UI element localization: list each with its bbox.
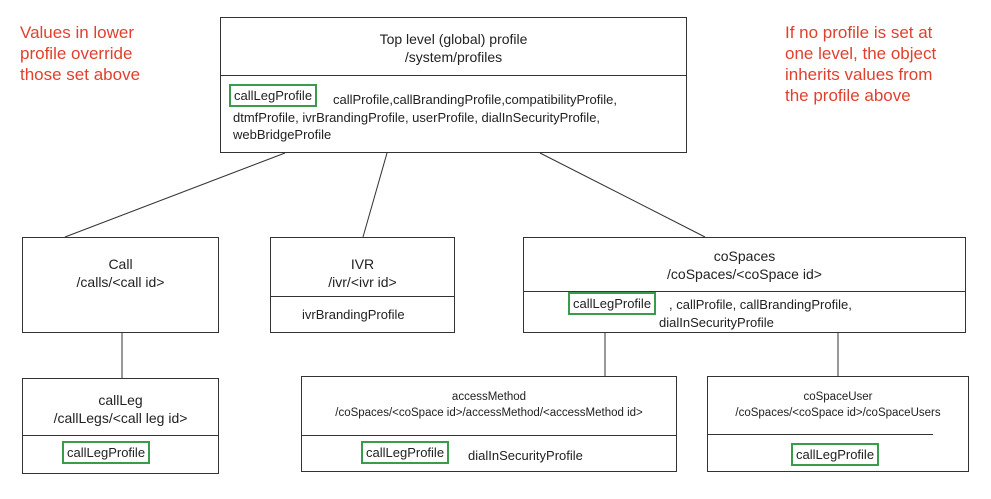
callleg-divider [23, 435, 218, 436]
top-level-divider [221, 75, 686, 76]
ivr-box-title: IVR /ivr/<ivr id> [328, 256, 397, 290]
call-box-title: Call /calls/<call id> [76, 256, 165, 290]
callleg-profile-highlight: callLegProfile [568, 292, 657, 315]
note-inherit: If no profile is set at one level, the o… [785, 23, 937, 105]
top-level-profile-box: Top level (global) profile /system/profi… [220, 17, 687, 153]
ivr-box: IVR /ivr/<ivr id> ivrBrandingProfile [270, 237, 455, 333]
note-override: Values in lower profile override those s… [20, 23, 141, 84]
callleg-profile-highlight: callLegProfile [229, 84, 318, 107]
accessmethod-box: accessMethod /coSpaces/<coSpace id>/acce… [301, 376, 677, 472]
callleg-box: callLeg /callLegs/<call leg id> callLegP… [22, 378, 219, 474]
ivr-divider [271, 296, 454, 297]
cospaces-profiles-line2: dialInSecurityProfile [659, 315, 774, 330]
accessmethod-box-title: accessMethod /coSpaces/<coSpace id>/acce… [335, 391, 643, 419]
callleg-profile-highlight: callLegProfile [361, 441, 450, 464]
cospaceuser-box-title: coSpaceUser /coSpaces/<coSpace id>/coSpa… [735, 391, 941, 419]
accessmethod-dialin-security-label: dialInSecurityProfile [468, 448, 583, 463]
connector-top-to-call [64, 152, 286, 238]
cospaces-box-title: coSpaces /coSpaces/<coSpace id> [667, 248, 822, 282]
ivr-branding-profile-label: ivrBrandingProfile [302, 307, 405, 322]
top-level-profiles-line2: dtmfProfile, ivrBrandingProfile, userPro… [233, 110, 601, 125]
cospaces-box: coSpaces /coSpaces/<coSpace id> callLegP… [523, 237, 966, 333]
cospaces-profiles-line1: , callProfile, callBrandingProfile, [669, 297, 852, 312]
cospaceuser-box: coSpaceUser /coSpaces/<coSpace id>/coSpa… [707, 376, 969, 472]
cospaceuser-divider [708, 434, 933, 435]
callleg-box-title: callLeg /callLegs/<call leg id> [53, 392, 188, 426]
cospaces-divider [524, 291, 965, 292]
callleg-profile-highlight: callLegProfile [791, 443, 880, 466]
accessmethod-divider [302, 435, 676, 436]
callleg-profile-highlight: callLegProfile [62, 441, 151, 464]
top-level-profile-title: Top level (global) profile /system/profi… [379, 31, 528, 65]
call-box: Call /calls/<call id> [22, 237, 219, 333]
top-level-profiles-line3: webBridgeProfile [233, 127, 332, 142]
top-level-profiles-line1: callProfile,callBrandingProfile,compatib… [333, 92, 617, 107]
connector-top-to-ivr [362, 152, 388, 238]
connector-top-to-cospaces [539, 152, 706, 238]
